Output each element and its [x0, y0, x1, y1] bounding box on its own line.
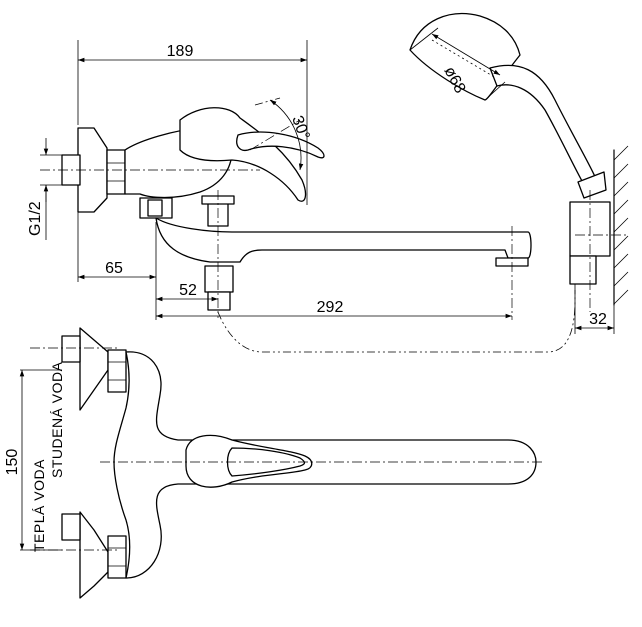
shower-handle: [489, 64, 601, 196]
label-hot-water: TEPLÁ VODA: [31, 459, 47, 552]
dim-outlet-offset: 52: [179, 282, 197, 299]
shower-outlet: [204, 265, 234, 293]
side-view: 189 30° G1/2 65 52 292: [27, 40, 576, 353]
hand-shower: ø68 32: [409, 12, 629, 334]
dim-wall-to-body: 65: [105, 260, 123, 277]
hot-inlet: [61, 513, 81, 541]
spout: [155, 217, 532, 263]
cold-nut: [107, 349, 127, 393]
cold-flange: [79, 327, 109, 411]
cold-inlet: [61, 335, 81, 363]
hot-nut: [107, 535, 127, 579]
label-cold-water: STUDENÁ VODA: [49, 361, 65, 478]
dim-inlet-spacing: 150: [4, 449, 21, 476]
front-view: 150 STUDENÁ VODA TEPLÁ VODA: [4, 327, 545, 599]
hex-nut: [106, 149, 126, 195]
dim-overall-length: 189: [167, 43, 194, 60]
mixer-body-front: [113, 351, 537, 579]
dim-thread: G1/2: [27, 201, 44, 236]
hot-flange: [79, 511, 109, 599]
lever-handle: [179, 107, 307, 202]
dim-holder-offset: 32: [589, 311, 607, 328]
hose-path: [217, 290, 576, 353]
dim-spout-reach: 292: [317, 299, 344, 316]
